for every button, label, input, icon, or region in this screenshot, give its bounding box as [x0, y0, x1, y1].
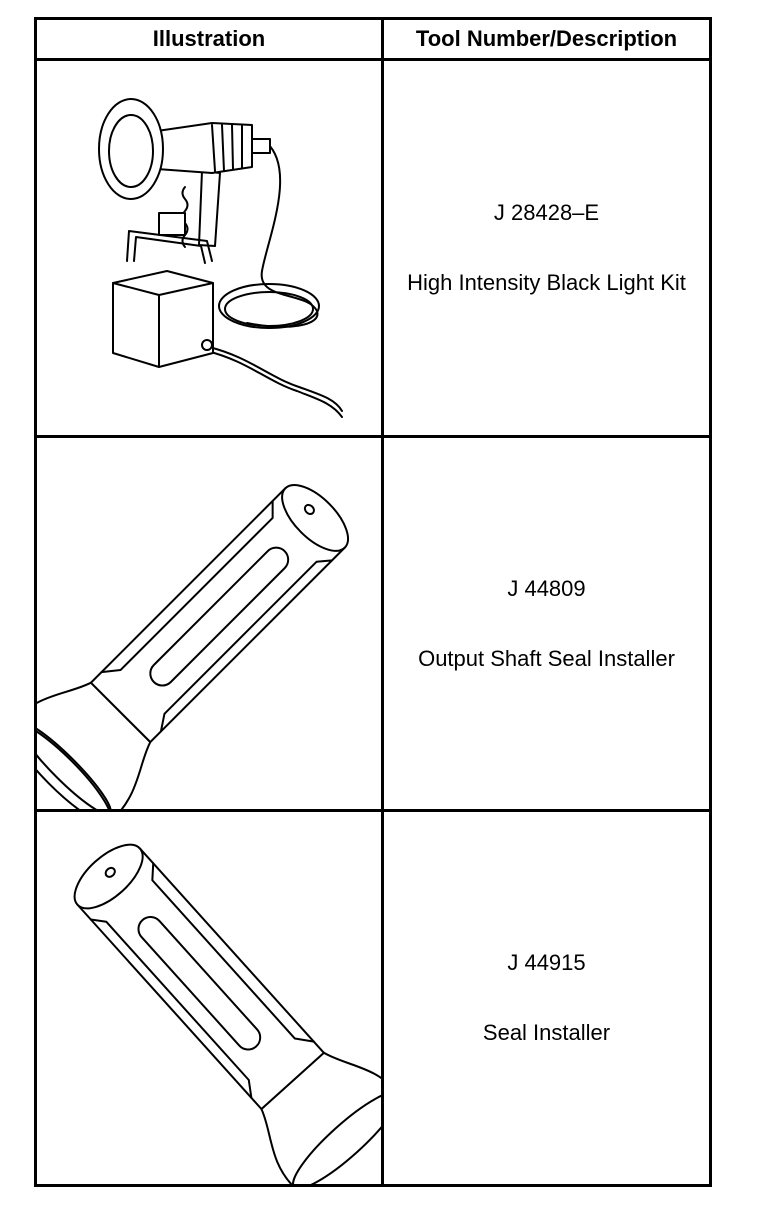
column-divider [381, 20, 384, 1184]
table-row: J 44809 Output Shaft Seal Installer [37, 438, 709, 809]
tool-name: High Intensity Black Light Kit [407, 270, 686, 295]
description-cell: J 44915 Seal Installer [384, 812, 709, 1184]
table-row: J 28428–E High Intensity Black Light Kit [37, 61, 709, 435]
output-shaft-seal-installer-icon [37, 484, 349, 809]
row-divider [37, 435, 709, 438]
description-cell: J 28428–E High Intensity Black Light Kit [384, 61, 709, 435]
row-divider [37, 809, 709, 812]
seal-installer-icon [73, 843, 381, 1184]
tool-number: J 28428–E [493, 200, 600, 225]
header-illustration: Illustration [37, 20, 381, 61]
description-cell: J 44809 Output Shaft Seal Installer [384, 438, 709, 809]
illustration-cell [37, 61, 381, 435]
header-tool-number-description: Tool Number/Description [384, 20, 709, 61]
table-row: J 44915 Seal Installer [37, 812, 709, 1184]
tool-number: J 44809 [507, 575, 586, 601]
tool-number: J 44915 [507, 950, 586, 975]
illustration-cell [37, 438, 381, 809]
tool-name: Output Shaft Seal Installer [418, 645, 675, 671]
tool-name: Seal Installer [482, 1020, 611, 1045]
black-light-kit-icon [98, 98, 343, 418]
tool-table: Illustration Tool Number/Description [34, 17, 712, 1187]
illustration-cell [37, 812, 381, 1184]
